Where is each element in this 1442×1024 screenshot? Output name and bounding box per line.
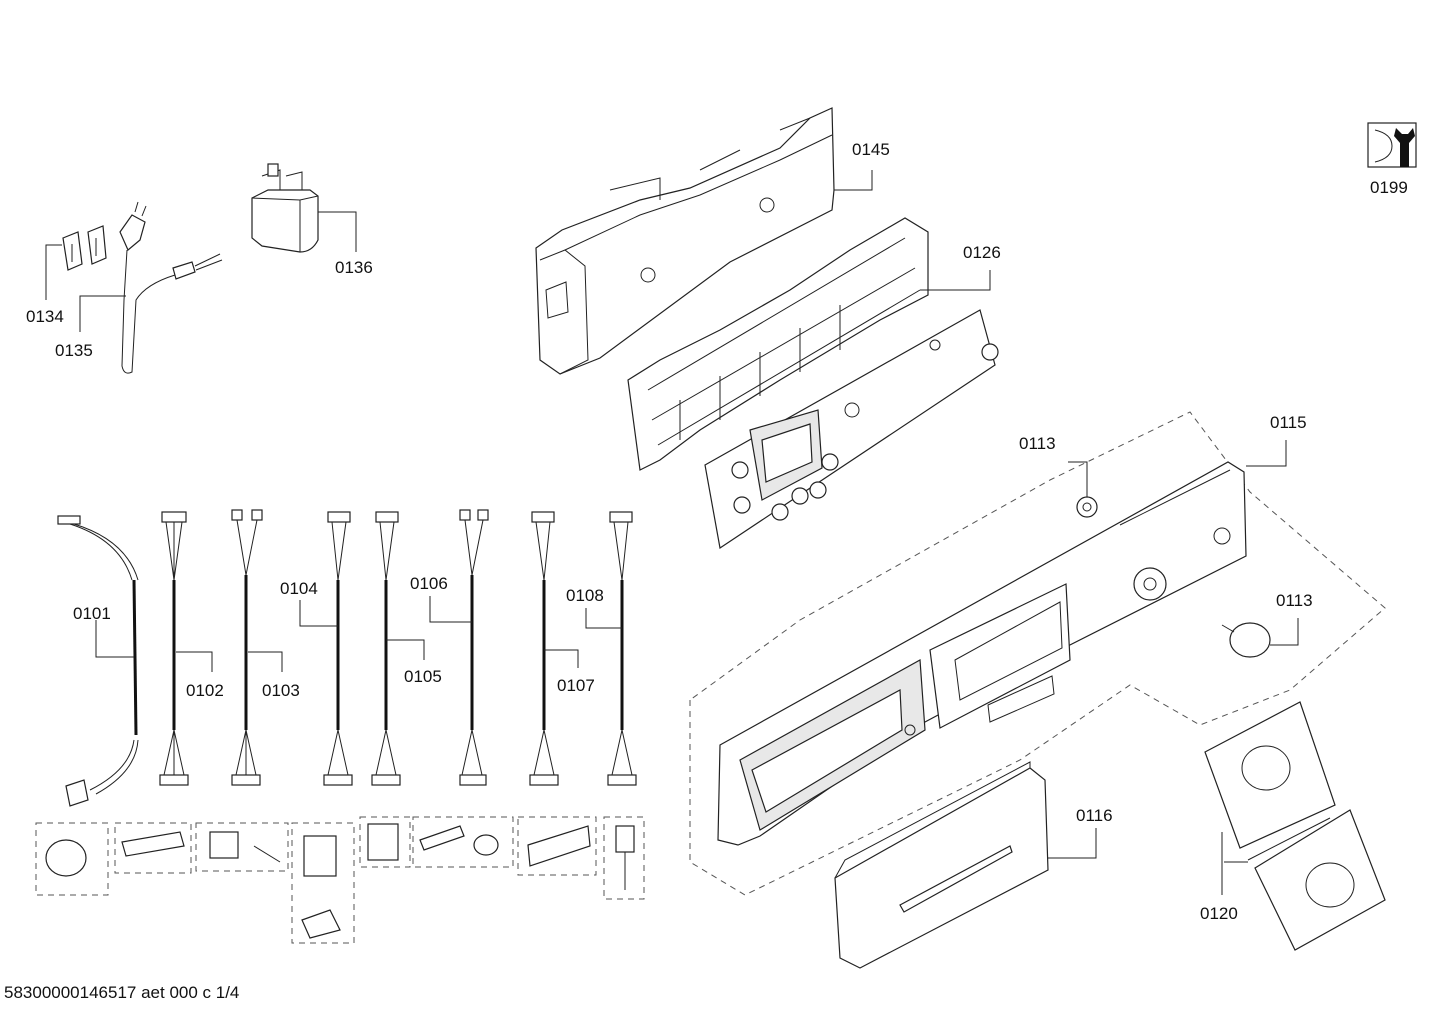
knob-part xyxy=(1076,496,1271,658)
interference-filter-part xyxy=(251,163,319,253)
part-label-0104: 0104 xyxy=(280,579,318,598)
part-label-0135: 0135 xyxy=(55,341,93,360)
cover-plate-part xyxy=(1204,701,1386,951)
electronic-module-part xyxy=(704,309,999,550)
wiring-harness-0101 xyxy=(57,515,139,807)
leader-lines xyxy=(45,170,1299,895)
part-label-0115: 0115 xyxy=(1270,413,1307,432)
wiring-harnesses xyxy=(159,509,637,786)
drawer-handle-part xyxy=(834,761,1049,969)
part-label-0105: 0105 xyxy=(404,667,442,686)
part-label-0120: 0120 xyxy=(1200,904,1238,923)
part-label-0113-top: 0113 xyxy=(1019,434,1056,453)
control-frame-part xyxy=(627,217,929,471)
control-housing-part xyxy=(535,107,835,375)
part-label-0102: 0102 xyxy=(186,681,224,700)
control-panel-part xyxy=(717,461,1247,846)
part-label-0107: 0107 xyxy=(557,676,595,695)
part-label-0126: 0126 xyxy=(963,243,1001,262)
part-label-0199: 0199 xyxy=(1370,178,1408,197)
document-reference-footer: 58300000146517 aet 000 c 1/4 xyxy=(4,983,240,1002)
part-label-0134: 0134 xyxy=(26,307,64,326)
part-label-0136: 0136 xyxy=(335,258,373,277)
component-boxes xyxy=(35,816,645,944)
part-label-0116: 0116 xyxy=(1076,806,1113,825)
part-label-0101: 0101 xyxy=(73,604,111,623)
part-label-0145: 0145 xyxy=(852,140,890,159)
service-wrench-icon xyxy=(1367,122,1417,168)
part-label-0103: 0103 xyxy=(262,681,300,700)
power-cord-part xyxy=(62,201,223,374)
part-label-0108: 0108 xyxy=(566,586,604,605)
part-label-0113-right: 0113 xyxy=(1276,591,1313,610)
part-label-0106: 0106 xyxy=(410,574,448,593)
